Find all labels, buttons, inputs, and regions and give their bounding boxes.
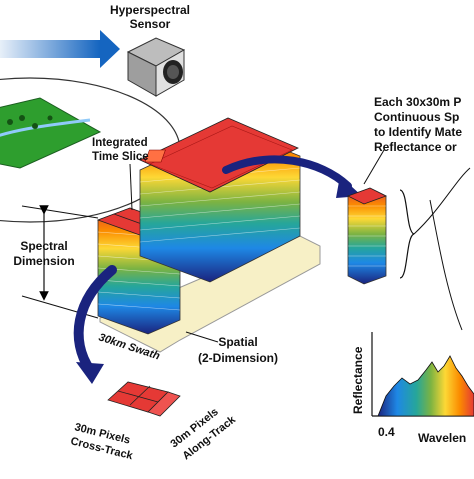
arrow-head-right — [336, 176, 362, 198]
sensor-label-line1: Hyperspectral — [110, 3, 190, 17]
integrated-label-line1: Integrated — [92, 137, 148, 149]
integrated-label-line2: Time Slice — [92, 151, 149, 163]
sensor-beam-arrow — [0, 30, 120, 68]
spectral-label-line2: Dimension — [13, 254, 74, 268]
curved-arrow-to-pixel — [222, 155, 352, 190]
pixel-brace — [399, 189, 415, 279]
note-line2: Continuous Sp — [374, 110, 459, 124]
spectral-label-line1: Spectral — [20, 239, 67, 253]
curved-arrow-icon — [73, 265, 117, 375]
main-hyperspectral-cube — [139, 117, 301, 283]
spectral-curve — [377, 355, 474, 417]
pixel-spectrum-column — [346, 187, 388, 285]
sensor-label-line2: Sensor — [130, 17, 171, 31]
camera-icon — [126, 37, 186, 97]
note-line1: Each 30x30m P — [374, 95, 461, 109]
spatial-label-line2: (2-Dimension) — [198, 351, 278, 365]
arrow-head-down — [76, 362, 104, 384]
reflectance-plot — [371, 332, 474, 417]
axis-connector-curve — [429, 199, 463, 331]
connector-curve — [413, 167, 471, 235]
note-line4: Reflectance or — [374, 140, 457, 154]
pixel-tiles — [107, 381, 181, 417]
wavelength-tick: 0.4 — [378, 425, 395, 439]
note-line3: to Identify Mate — [374, 125, 462, 139]
wavelength-axis-label: Wavelen — [418, 431, 466, 445]
reflectance-axis-label: Reflectance — [351, 346, 365, 414]
spatial-label-line1: Spatial — [218, 335, 257, 349]
ground-scene — [0, 77, 181, 223]
